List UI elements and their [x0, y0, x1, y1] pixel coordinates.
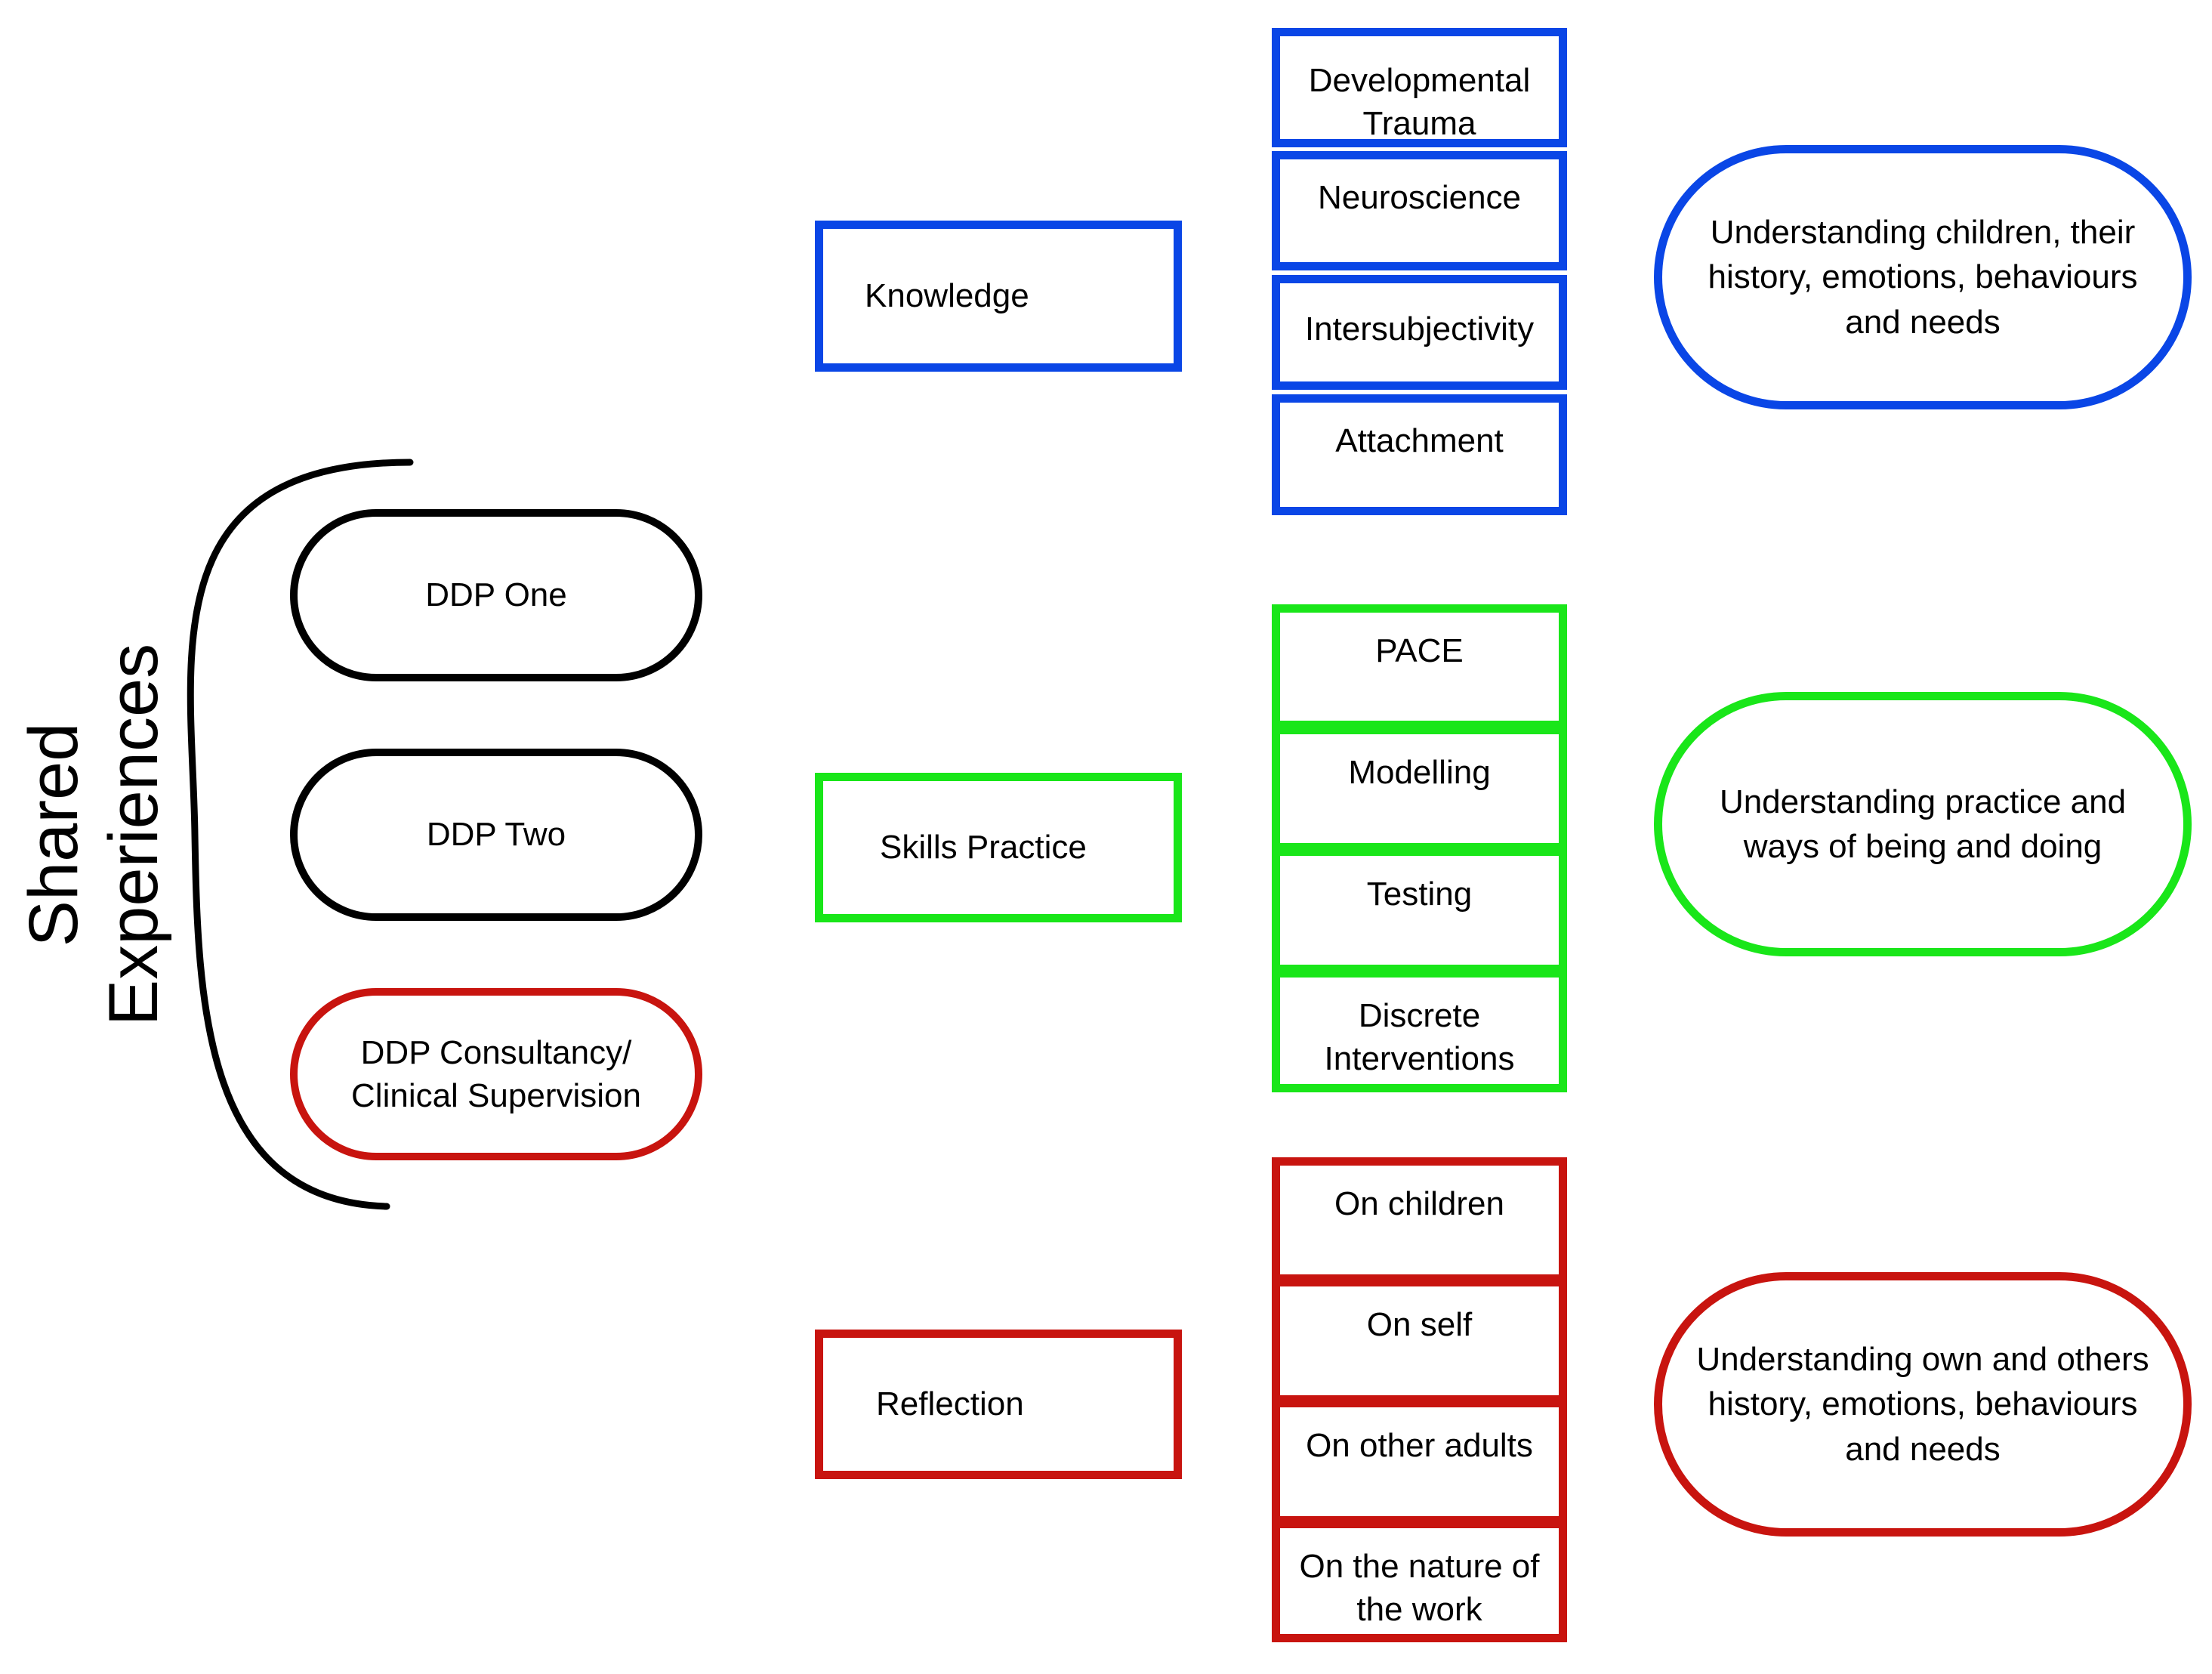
bracket-arc — [187, 459, 414, 1210]
knowledge-sub-attachment: Attachment — [1272, 394, 1567, 515]
reflection-sub-nature-of-work: On the nature of the work — [1272, 1520, 1567, 1642]
skills-outcome-label: Understanding practice and ways of being… — [1719, 783, 2127, 865]
knowledge-outcome-oval: Understanding children, their history, e… — [1654, 145, 2192, 409]
attachment-label: Attachment — [1335, 422, 1504, 459]
reflection-outcome-oval: Understanding own and others history, em… — [1654, 1272, 2192, 1537]
knowledge-outcome-label: Understanding children, their history, e… — [1708, 213, 2138, 341]
on-self-label: On self — [1366, 1306, 1473, 1343]
knowledge-sub-developmental-trauma: Developmental Trauma — [1272, 28, 1567, 147]
skills-sub-modelling: Modelling — [1272, 726, 1567, 851]
skills-outcome-oval: Understanding practice and ways of being… — [1654, 692, 2192, 956]
nature-of-work-label: On the nature of the work — [1299, 1548, 1540, 1629]
ddp-one-pill: DDP One — [290, 509, 702, 681]
reflection-label: Reflection — [876, 1385, 1024, 1422]
skills-practice-box: Skills Practice — [815, 773, 1182, 922]
reflection-sub-on-other-adults: On other adults — [1272, 1399, 1567, 1524]
pace-label: PACE — [1375, 632, 1464, 669]
modelling-label: Modelling — [1348, 754, 1491, 791]
reflection-outcome-label: Understanding own and others history, em… — [1696, 1340, 2149, 1468]
discrete-interventions-label: Discrete Interventions — [1324, 997, 1515, 1078]
knowledge-sub-neuroscience: Neuroscience — [1272, 151, 1567, 270]
intersubjectivity-label: Intersubjectivity — [1304, 310, 1535, 347]
knowledge-sub-intersubjectivity: Intersubjectivity — [1272, 275, 1567, 390]
knowledge-box: Knowledge — [815, 221, 1182, 372]
shared-experiences-label: Shared Experiences — [15, 643, 172, 1027]
on-children-label: On children — [1334, 1185, 1504, 1222]
skills-sub-testing: Testing — [1272, 848, 1567, 973]
testing-label: Testing — [1366, 876, 1473, 913]
reflection-box: Reflection — [815, 1330, 1182, 1479]
reflection-sub-on-self: On self — [1272, 1278, 1567, 1404]
ddp-one-label: DDP One — [425, 576, 567, 614]
neuroscience-label: Neuroscience — [1317, 179, 1522, 216]
knowledge-label: Knowledge — [865, 277, 1029, 314]
skills-sub-pace: PACE — [1272, 604, 1567, 729]
reflection-sub-on-children: On children — [1272, 1157, 1567, 1283]
on-other-adults-label: On other adults — [1306, 1427, 1533, 1464]
ddp-two-pill: DDP Two — [290, 749, 702, 921]
ddp-two-label: DDP Two — [426, 816, 566, 854]
ddp-consultancy-label: DDP Consultancy/ Clinical Supervision — [351, 1033, 641, 1114]
skills-practice-label: Skills Practice — [880, 829, 1087, 866]
ddp-consultancy-pill: DDP Consultancy/ Clinical Supervision — [290, 988, 702, 1160]
developmental-trauma-label: Developmental Trauma — [1308, 62, 1531, 143]
skills-sub-discrete-interventions: Discrete Interventions — [1272, 969, 1567, 1092]
